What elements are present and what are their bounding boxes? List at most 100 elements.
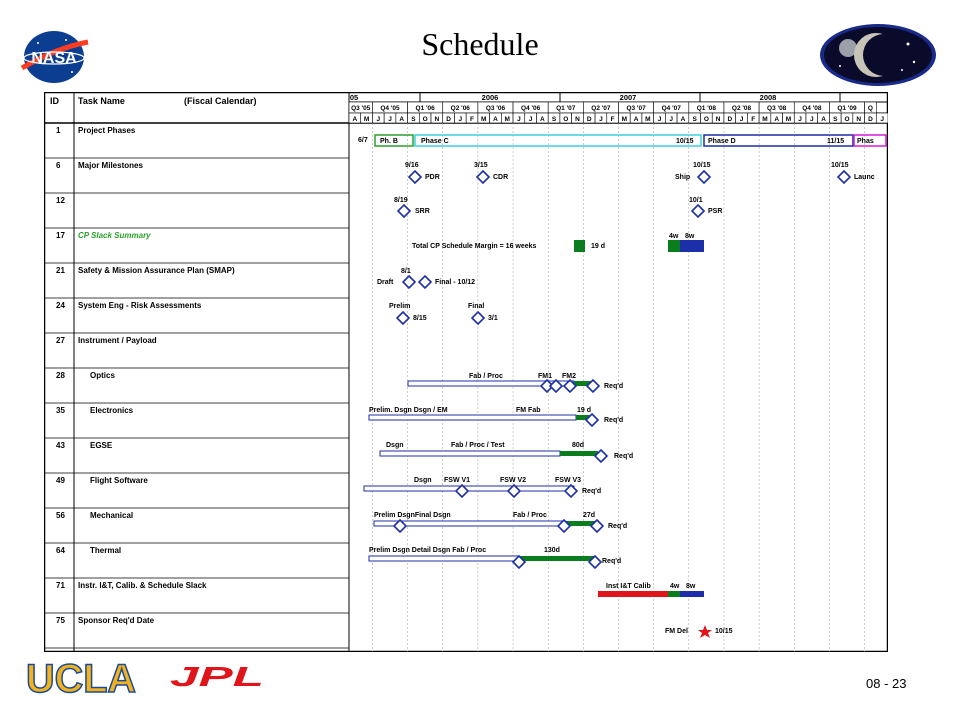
gantt-chart: ID Task Name (Fiscal Calendar) 05 2006 2…	[44, 92, 888, 652]
optics-fm2-diamond	[562, 378, 578, 394]
year-label: 2006	[482, 93, 499, 102]
month-label: J	[669, 116, 673, 123]
task-name: CP Slack Summary	[78, 231, 151, 240]
srr-label: SRR	[415, 208, 430, 215]
month-label: O	[563, 116, 568, 123]
month-label: F	[470, 116, 474, 123]
electronics-fmfab-label: FM Fab	[516, 407, 541, 414]
electronics-slack-label: 19 d	[577, 407, 591, 414]
month-label: J	[658, 116, 662, 123]
pdr-label: PDR	[425, 174, 440, 181]
month-label: A	[774, 116, 779, 123]
phase-start-date: 6/7	[358, 137, 368, 144]
month-label: J	[810, 116, 814, 123]
task-name: Electronics	[90, 406, 134, 415]
optics-fm1-label: FM1	[538, 373, 552, 380]
thermal-reqd-diamond	[587, 554, 603, 570]
month-label: A	[353, 116, 358, 123]
month-label: A	[399, 116, 404, 123]
task-name: Instrument / Payload	[78, 336, 157, 345]
month-label: M	[622, 116, 627, 123]
task-name: Flight Software	[90, 476, 148, 485]
mech-reqd-label: Req'd	[608, 523, 627, 530]
month-label: J	[740, 116, 744, 123]
month-label: J	[459, 116, 463, 123]
header-calendar: (Fiscal Calendar)	[184, 96, 257, 106]
risk-prelim-date: 8/15	[413, 315, 427, 322]
slack-4w-bar	[668, 240, 680, 252]
month-label: S	[411, 116, 416, 123]
quarter-label: Q4 '06	[521, 105, 541, 112]
egse-reqd-diamond	[593, 448, 609, 464]
slack-days-label: 19 d	[591, 243, 605, 250]
launch-label: Launc	[854, 174, 875, 181]
month-label: O	[704, 116, 709, 123]
risk-final-date: 3/1	[488, 315, 498, 322]
task-name: Instr. I&T, Calib. & Schedule Slack	[78, 581, 207, 590]
ucla-logo: UCLA	[25, 656, 137, 698]
egse-bar	[379, 450, 561, 457]
int-4w-label: 4w	[670, 583, 680, 590]
launch-milestone-diamond	[836, 169, 852, 185]
month-label: D	[446, 116, 451, 123]
quarter-label: Q1 '06	[416, 105, 436, 112]
page-number: 08 - 23	[866, 676, 907, 691]
task-id: 56	[56, 511, 65, 520]
month-label: F	[751, 116, 755, 123]
fsw-v3-label: FSW V3	[555, 477, 581, 484]
task-name: Safety & Mission Assurance Plan (SMAP)	[78, 266, 235, 275]
ship-date: 10/15	[693, 162, 711, 169]
month-label: A	[634, 116, 639, 123]
task-id: 43	[56, 441, 65, 450]
phase-c-end-date: 10/15	[676, 138, 694, 145]
quarter-label: Q4 '08	[802, 105, 822, 112]
year-label: 2007	[620, 93, 637, 102]
cdr-milestone-diamond	[475, 169, 491, 185]
mech-diamond	[556, 518, 572, 534]
egse-slack-label: 80d	[572, 442, 584, 449]
task-id: 12	[56, 196, 65, 205]
thermal-slack-label: 130d	[544, 547, 560, 554]
year-label: 2008	[760, 93, 777, 102]
pdr-milestone-diamond	[407, 169, 423, 185]
electronics-slack-bar	[576, 415, 590, 420]
month-label: J	[517, 116, 521, 123]
optics-fab-label: Fab / Proc	[469, 373, 503, 380]
mech-slack-bar	[564, 521, 596, 526]
month-label: M	[504, 116, 509, 123]
cdr-label: CDR	[493, 174, 508, 181]
jpl-logo-text: JPL	[170, 661, 264, 690]
month-label: M	[481, 116, 486, 123]
task-id: 28	[56, 371, 65, 380]
phase-d-end-date: 11/15	[827, 138, 844, 145]
int-calib-bar	[598, 591, 668, 597]
electronics-label: Prelim. Dsgn Dsgn / EM	[369, 407, 448, 414]
task-id: 17	[56, 231, 65, 240]
delivery-star-icon	[698, 625, 712, 638]
optics-reqd-diamond	[585, 378, 601, 394]
nasa-logo: NASA	[20, 31, 89, 83]
psr-label: PSR	[708, 208, 722, 215]
task-id: 71	[56, 581, 65, 590]
phase-b-label: Ph. B	[380, 138, 398, 145]
fsw-v2-label: FSW V2	[500, 477, 526, 484]
egse-dsgn-label: Dsgn	[386, 442, 404, 449]
month-label: A	[681, 116, 686, 123]
quarter-label: Q	[868, 105, 873, 112]
optics-fm2-label: FM2	[562, 373, 576, 380]
int-8w-bar	[680, 591, 704, 597]
task-id: 64	[56, 546, 65, 555]
pdr-date: 9/16	[405, 162, 419, 169]
mech-reqd-diamond	[589, 518, 605, 534]
quarter-label: Q2 '07	[591, 105, 611, 112]
quarter-label: Q1 '07	[556, 105, 576, 112]
int-8w-label: 8w	[686, 583, 696, 590]
risk-prelim-diamond	[395, 310, 411, 326]
month-label: M	[364, 116, 369, 123]
fsw-bar	[363, 485, 575, 492]
mech-slack-label: 27d	[583, 512, 595, 519]
month-label: F	[611, 116, 615, 123]
month-label: O	[423, 116, 428, 123]
ship-label: Ship	[675, 174, 690, 181]
int-label: Inst I&T Calib	[606, 583, 651, 590]
